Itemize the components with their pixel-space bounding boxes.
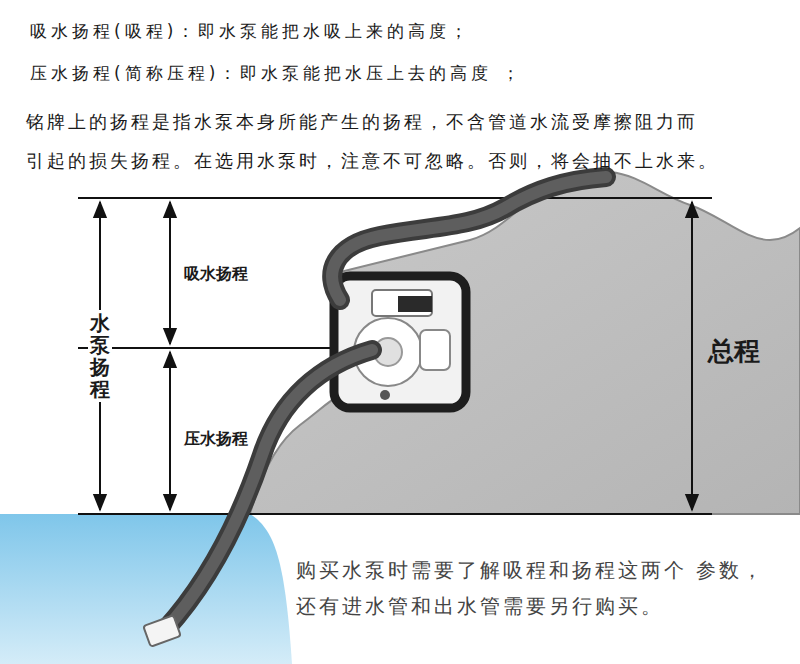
dimension-label: 吸水扬程: [182, 262, 250, 287]
dimension-label: 压水扬程: [182, 427, 250, 452]
dimension-label: 水泵扬程: [88, 310, 112, 402]
reference-lines: [78, 198, 712, 514]
inlet-hose: [165, 350, 372, 630]
dimension-arrows: [100, 202, 692, 510]
definition-text: 吸水扬程(吸程)：即水泵能把水吸上来的高度；: [30, 20, 471, 43]
note-text: 铭牌上的扬程是指水泵本身所能产生的扬程，不含管道水流受摩擦阻力而 引起的损失扬程…: [26, 102, 796, 180]
water: [0, 514, 292, 664]
definition-text: 压水扬程(简称压程)：即水泵能把水压上去的高度 ；: [30, 62, 523, 85]
pump: [334, 276, 466, 408]
dimension-label: 总程: [708, 334, 760, 369]
hill: [250, 172, 800, 514]
caption-note: 购买水泵时需要了解吸程和扬程这两个 参数，还有进水管和出水管需要另行购买。: [296, 552, 781, 624]
outlet-hose: [332, 177, 606, 300]
strainer: [143, 615, 181, 647]
